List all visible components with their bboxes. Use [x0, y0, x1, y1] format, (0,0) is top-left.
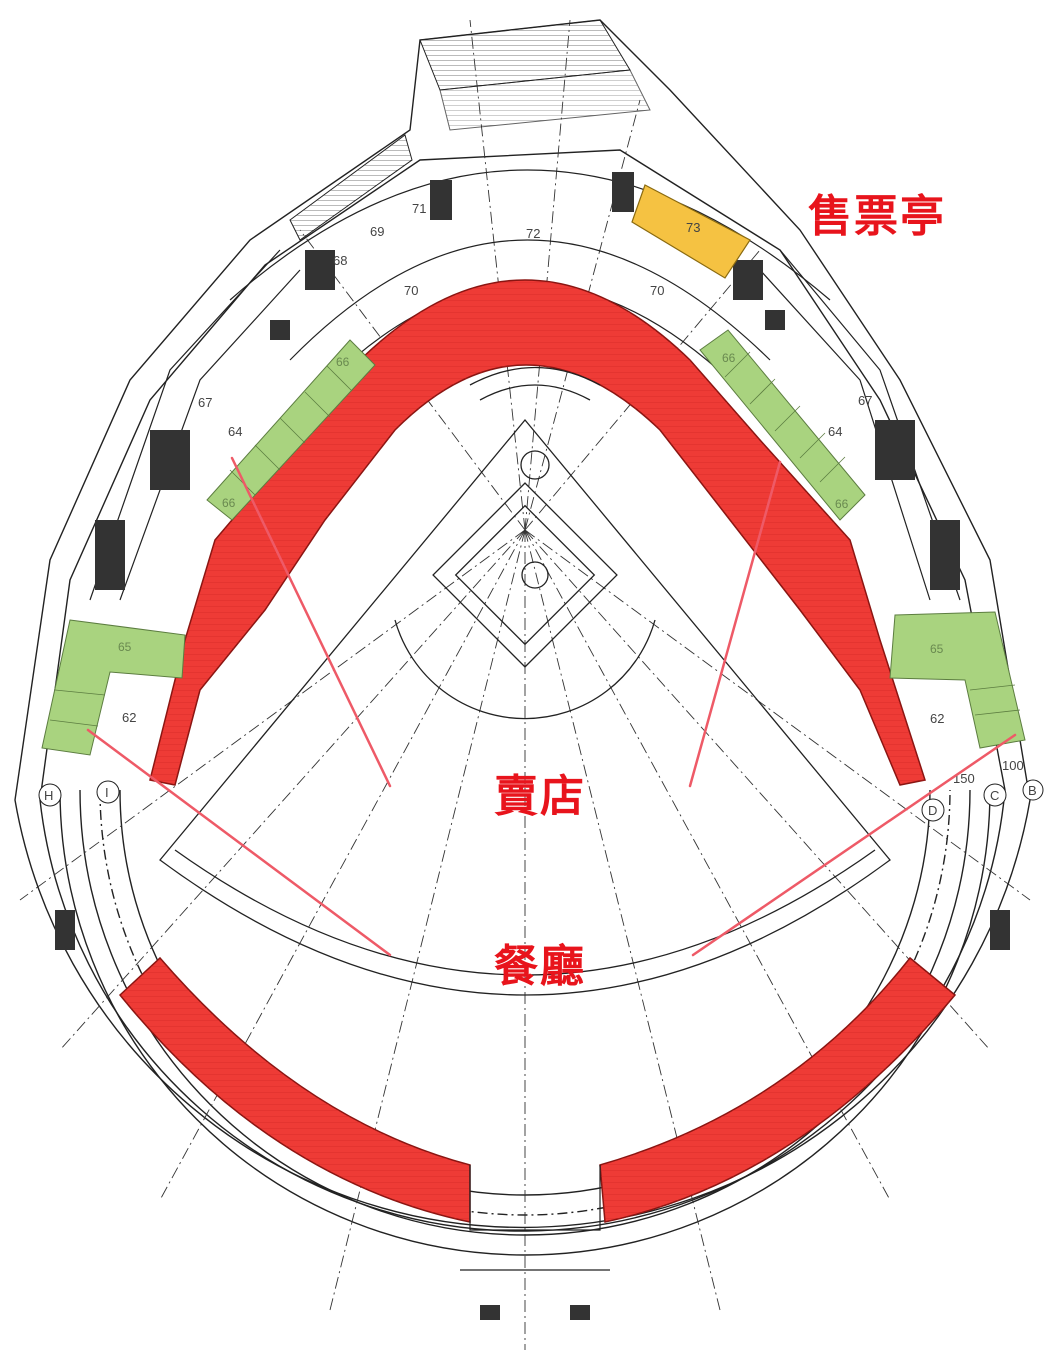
room-number-67-left: 67: [198, 395, 212, 410]
service-blocks: [55, 172, 1010, 1320]
baseball-field: [159, 366, 891, 996]
shop-stall-number: 66: [336, 355, 350, 369]
room-number-100: 100: [1002, 758, 1024, 773]
grid-marker-H: H: [44, 788, 53, 803]
shop-zone-dividers: [49, 351, 1021, 727]
grid-markers: [38, 779, 1044, 822]
grid-marker-I: I: [105, 785, 109, 800]
lower-seating-bowl: [118, 956, 957, 1223]
room-number-71: 71: [412, 201, 426, 216]
bottom-entrance: [460, 1165, 610, 1271]
room-number-73: 73: [686, 220, 700, 235]
room-number-64-left: 64: [228, 424, 242, 439]
leader-line-shop-right: [688, 460, 782, 788]
shops-label: 賣店: [494, 771, 586, 822]
restaurant-label: 餐廳: [494, 941, 586, 992]
grid-marker-C: C: [990, 788, 999, 803]
room-number-150: 150: [953, 771, 975, 786]
room-number-72: 72: [526, 226, 540, 241]
leader-lines: [86, 456, 1017, 957]
shop-zones: [41, 329, 1026, 756]
ticket-booth-zone: [631, 184, 751, 279]
room-number-68: 68: [333, 253, 347, 268]
room-number-65-left: 65: [118, 640, 132, 654]
ticket-booth-label: 售票亭: [808, 191, 946, 242]
leader-line-restaurant-left: [86, 728, 392, 957]
room-number-70-right: 70: [650, 283, 664, 298]
leader-line-shop-left: [230, 456, 392, 788]
upper-concourse: [89, 169, 961, 601]
grid-marker-B: B: [1028, 783, 1037, 798]
grid-marker-labels: H I D C B: [44, 783, 1037, 818]
room-numbers: 72 73 71 69 68 70 70 67 67 64 64 65 65 6…: [118, 201, 1024, 786]
room-number-67-right: 67: [858, 393, 872, 408]
grid-marker-D: D: [928, 803, 937, 818]
shop-stall-number: 66: [835, 497, 849, 511]
room-number-62-right: 62: [930, 711, 944, 726]
leader-line-restaurant-right: [691, 733, 1017, 957]
room-number-70-left: 70: [404, 283, 418, 298]
upper-seating-bowl: [149, 279, 926, 786]
shop-stall-number: 66: [722, 351, 736, 365]
shop-stall-number: 66: [222, 496, 236, 510]
room-number-65-right: 65: [930, 642, 944, 656]
room-number-64-right: 64: [828, 424, 842, 439]
scoreboard-hatch: [289, 19, 651, 241]
room-number-69: 69: [370, 224, 384, 239]
room-number-62-left: 62: [122, 710, 136, 725]
